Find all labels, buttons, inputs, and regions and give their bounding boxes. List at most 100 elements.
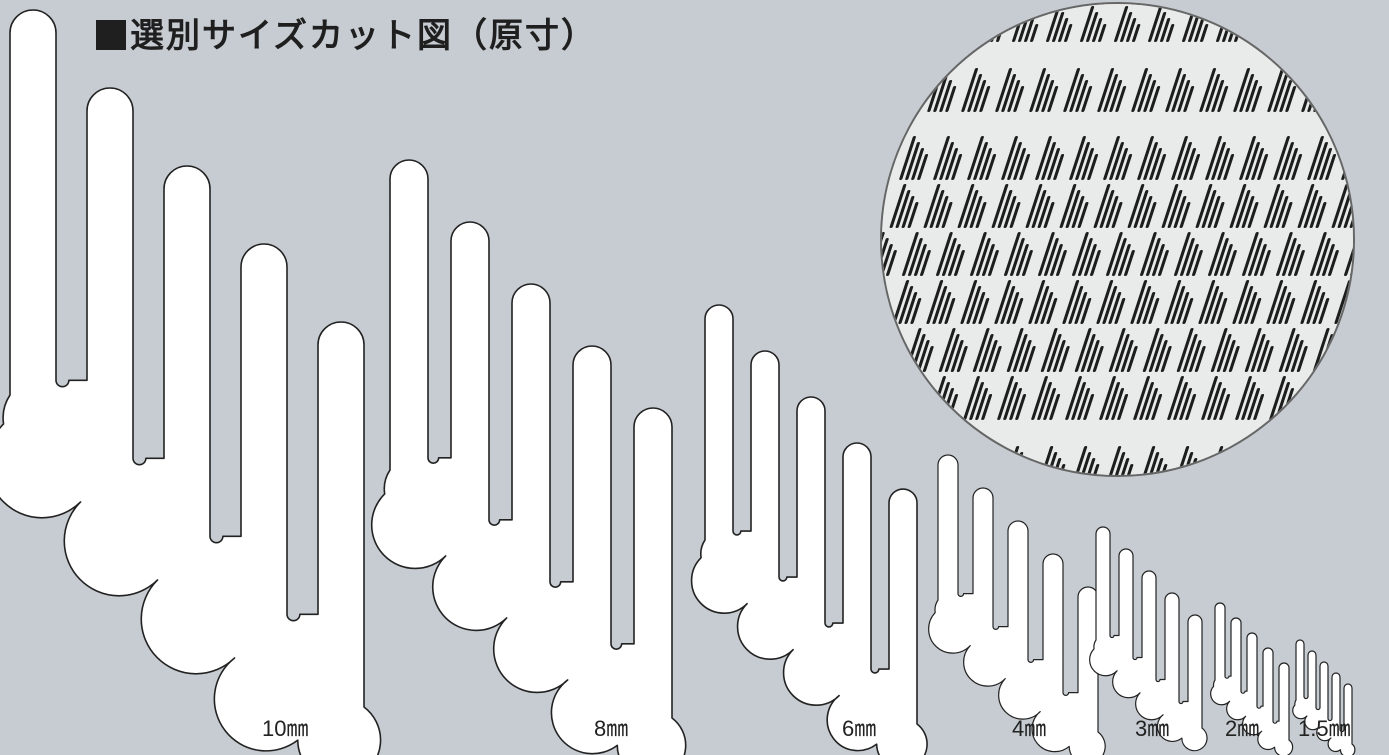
photo-slot xyxy=(950,340,964,372)
photo-slot xyxy=(1010,238,1025,276)
photo-slot xyxy=(1331,184,1349,228)
photo-slot xyxy=(1114,6,1129,42)
photo-slot xyxy=(1176,328,1194,372)
photo-slot xyxy=(1125,464,1134,475)
photo-slot xyxy=(1307,136,1324,180)
photo-slot xyxy=(1109,142,1124,180)
photo-slot xyxy=(1016,244,1029,276)
photo-slot xyxy=(1035,74,1051,112)
photo-slot xyxy=(951,154,963,180)
photo-slot xyxy=(1239,136,1256,180)
photo-slot xyxy=(1312,292,1326,324)
photo-slot xyxy=(979,86,991,112)
photo-slot xyxy=(1075,80,1089,112)
photo-slot xyxy=(1106,232,1123,276)
photo-slot xyxy=(898,286,914,324)
photo-slot xyxy=(1139,196,1153,228)
photo-slot xyxy=(1228,346,1240,372)
photo-slot xyxy=(1272,286,1288,324)
photo-slot xyxy=(1114,334,1130,372)
photo-slot xyxy=(1041,80,1055,112)
photo-slot xyxy=(1306,286,1322,324)
photo-slot xyxy=(1053,154,1065,180)
photo-slot xyxy=(899,136,916,180)
photo-slot xyxy=(1186,244,1199,276)
photo-slot xyxy=(1030,24,1039,42)
photo-slot xyxy=(1273,74,1289,112)
photo-slot xyxy=(1080,298,1092,324)
photo-slot xyxy=(1192,250,1203,276)
photo-slot xyxy=(1200,24,1209,42)
photo-slot xyxy=(1044,238,1059,276)
photo-slot xyxy=(1220,244,1233,276)
photo-slot xyxy=(1217,86,1229,112)
comb-shape xyxy=(0,9,382,755)
photo-slot xyxy=(1248,238,1263,276)
photo-slot xyxy=(1040,292,1054,324)
photo-slot xyxy=(1290,340,1304,372)
photo-slot xyxy=(1146,238,1161,276)
photo-slot xyxy=(970,232,987,276)
photo-slot xyxy=(1099,376,1116,420)
photo-slot xyxy=(960,280,978,324)
photo-slot xyxy=(945,86,957,112)
comb-shape xyxy=(928,454,1106,755)
photo-slot xyxy=(1025,184,1043,228)
photo-slot xyxy=(1124,250,1135,276)
photo-slot xyxy=(1343,196,1353,228)
photo-slot xyxy=(892,280,910,324)
photo-slot xyxy=(1182,334,1198,372)
photo-slot xyxy=(1009,202,1021,228)
photo-slot xyxy=(1007,80,1021,112)
photo-slot xyxy=(1207,382,1222,420)
photo-slot xyxy=(1003,196,1017,228)
photo-slot xyxy=(1148,334,1164,372)
photo-slot xyxy=(1262,346,1274,372)
photo-slot xyxy=(1107,446,1122,475)
photo-slot xyxy=(1007,142,1022,180)
photo-slot xyxy=(944,298,956,324)
photo-slot xyxy=(1077,388,1091,420)
photo-slot xyxy=(1069,74,1085,112)
photo-slot xyxy=(1041,142,1056,180)
photo-slot xyxy=(1143,80,1157,112)
photo-slot xyxy=(933,74,949,112)
photo-slot xyxy=(1266,280,1284,324)
photo-slot xyxy=(1019,154,1031,180)
photo-slot xyxy=(1013,86,1025,112)
photo-slot xyxy=(1309,196,1323,228)
photo-slot xyxy=(1119,458,1130,475)
photo-slot xyxy=(1090,250,1101,276)
photo-slot xyxy=(1189,154,1201,180)
photo-slot xyxy=(1211,142,1226,180)
photo-slot xyxy=(1245,142,1260,180)
photo-slot xyxy=(966,286,982,324)
photo-slot xyxy=(1216,334,1232,372)
photo-slot xyxy=(920,250,931,276)
comb-shape xyxy=(1210,602,1294,755)
photo-slot xyxy=(1185,394,1197,420)
photo-slot xyxy=(1137,136,1154,180)
photo-slot xyxy=(1133,376,1150,420)
photo-slot xyxy=(1103,74,1119,112)
photo-slot xyxy=(1059,184,1077,228)
photo-slot xyxy=(1226,250,1237,276)
photo-slot xyxy=(936,232,953,276)
photo-slot xyxy=(1072,232,1089,276)
photo-slot xyxy=(1071,382,1086,420)
photo-slot xyxy=(1171,136,1188,180)
photo-slot xyxy=(1251,86,1263,112)
photo-slot xyxy=(939,142,954,180)
photo-slot xyxy=(1115,86,1127,112)
photo-slot xyxy=(976,238,991,276)
photo-slot xyxy=(1081,86,1093,112)
photo-slot xyxy=(1257,154,1269,180)
photo-slot xyxy=(1154,12,1167,42)
photo-slot xyxy=(1111,388,1125,420)
photo-slot xyxy=(1043,202,1055,228)
photo-slot xyxy=(1077,202,1089,228)
photo-slot xyxy=(1127,184,1145,228)
photo-slot xyxy=(1131,68,1148,112)
photo-slot xyxy=(1235,376,1252,420)
photo-slot xyxy=(1083,394,1095,420)
